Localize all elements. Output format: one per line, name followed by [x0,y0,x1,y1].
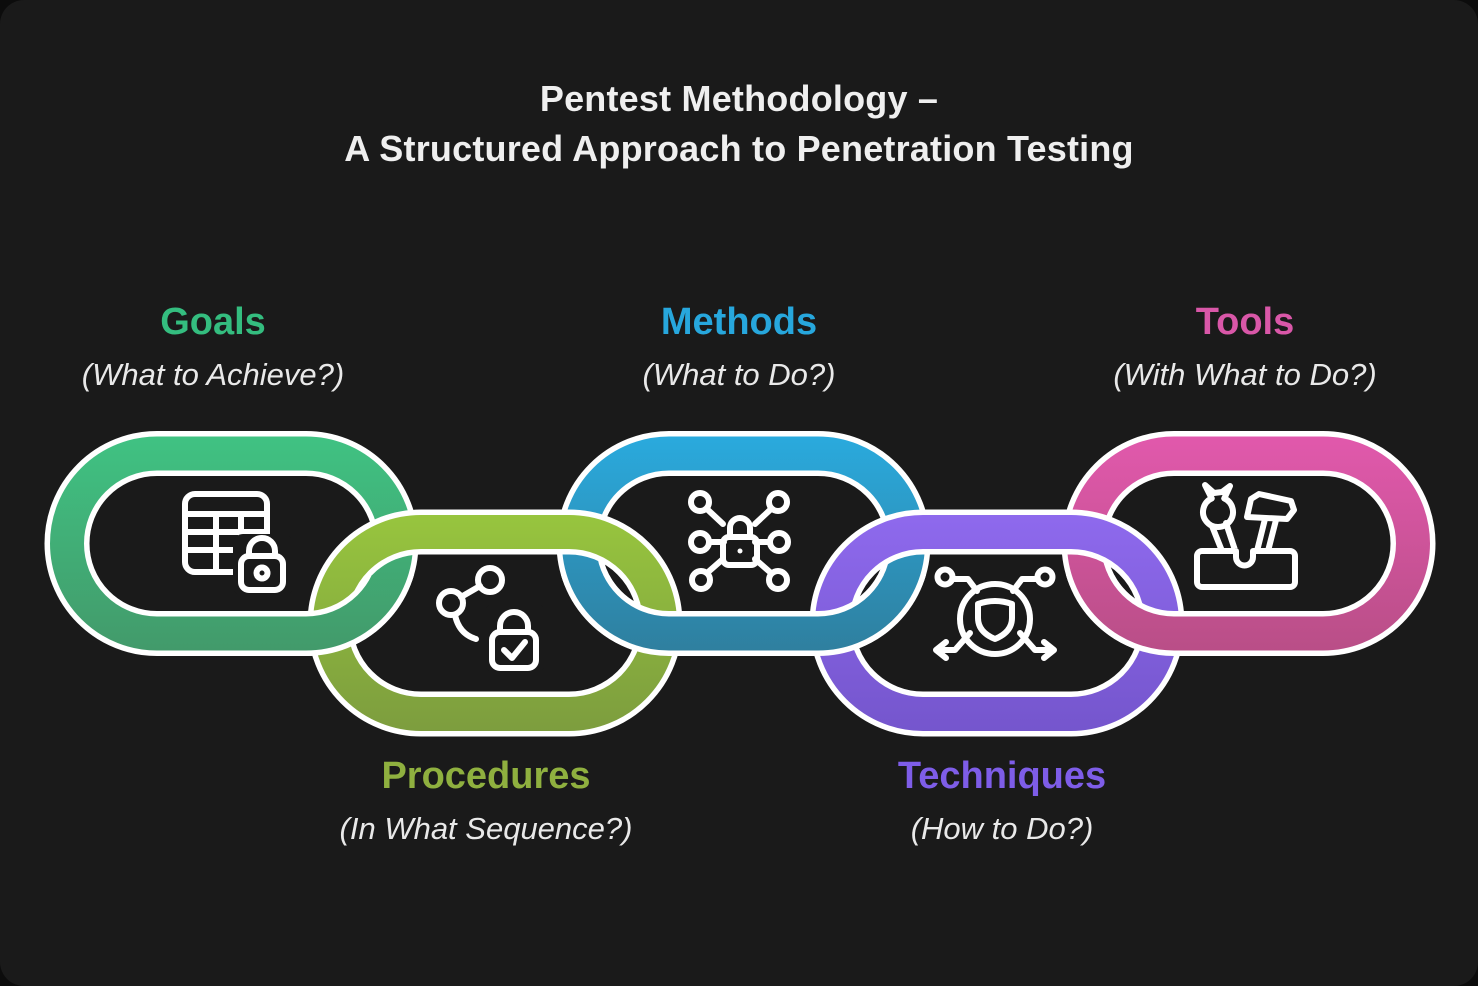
subtitle-methods: (What to Do?) [642,357,836,392]
label-methods: Methods [660,301,818,343]
label-group-procedures: Procedures (In What Sequence?) [340,754,633,849]
network-lock-icon [688,490,791,592]
toolbox-icon [1194,482,1298,590]
label-group-goals: Goals (What to Achieve?) [82,300,344,395]
page-title: Pentest Methodology – A Structured Appro… [0,74,1478,174]
subtitle-techniques: (How to Do?) [910,811,1094,846]
label-goals: Goals [160,301,266,343]
table-lock-icon [182,491,293,596]
title-line-2: A Structured Approach to Penetration Tes… [344,128,1134,169]
shield-spread-icon [933,566,1057,661]
label-group-techniques: Techniques (How to Do?) [898,754,1106,849]
label-techniques: Techniques [897,755,1107,797]
share-lock-icon [436,565,545,673]
label-group-methods: Methods (What to Do?) [643,300,836,395]
label-group-tools: Tools (With What to Do?) [1113,300,1376,395]
subtitle-tools: (With What to Do?) [1113,357,1377,392]
label-tools: Tools [1195,301,1295,343]
subtitle-procedures: (In What Sequence?) [339,811,633,846]
title-line-1: Pentest Methodology – [539,78,939,119]
subtitle-goals: (What to Achieve?) [81,357,345,392]
label-procedures: Procedures [381,755,591,797]
